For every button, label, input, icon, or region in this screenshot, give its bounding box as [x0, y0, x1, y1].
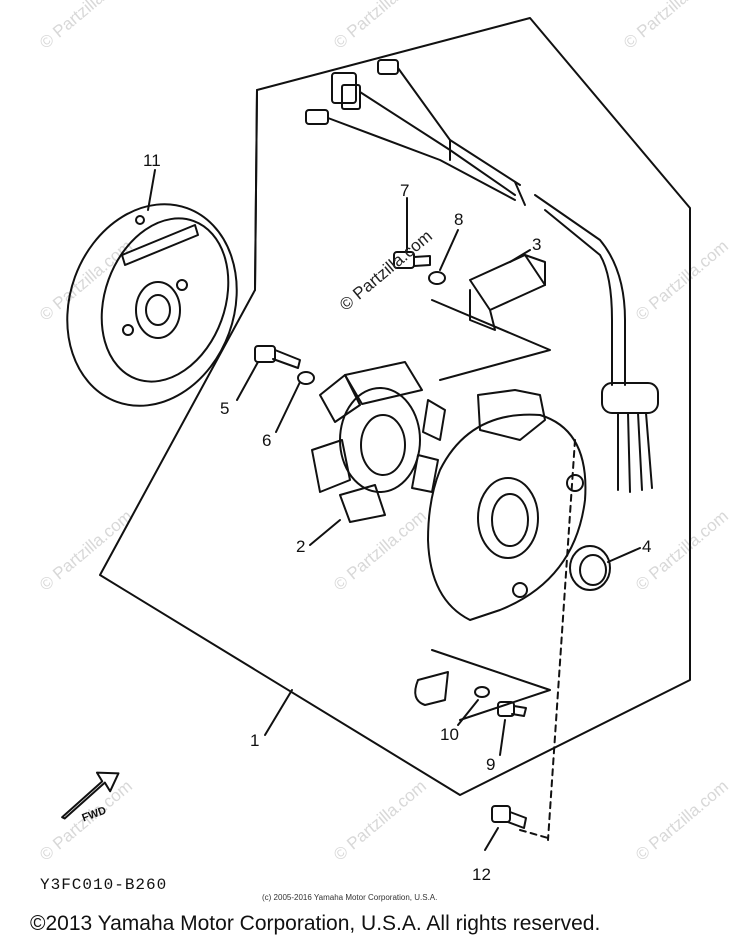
dashed-guide	[519, 829, 549, 839]
stator-coil	[311, 361, 446, 523]
fwd-label: FWD	[80, 805, 108, 825]
flywheel-rotor	[66, 203, 238, 407]
small-copyright: (c) 2005-2016 Yamaha Motor Corporation, …	[262, 893, 438, 902]
assembly-outline	[99, 17, 691, 796]
washer-6	[297, 371, 315, 385]
leader-line	[484, 827, 499, 851]
washer-10	[474, 686, 490, 698]
part-number-4: 4	[642, 537, 651, 556]
leader-line	[147, 169, 156, 211]
part-number-1: 1	[250, 731, 259, 750]
leader-line	[499, 719, 506, 756]
screw-7	[393, 251, 431, 269]
screw-5	[254, 345, 301, 369]
screw-9	[497, 701, 527, 717]
part-number-6: 6	[262, 431, 271, 450]
oil-seal	[569, 545, 611, 591]
leader-line	[309, 519, 341, 546]
part-number-8: 8	[454, 210, 463, 229]
leader-line	[509, 249, 531, 263]
diagram-code: Y3FC010-B260	[40, 876, 168, 894]
screw-12	[491, 805, 527, 829]
part-number-9: 9	[486, 755, 495, 774]
stator-base-plate	[427, 389, 587, 621]
part-number-11: 11	[143, 151, 161, 170]
leader-line	[457, 699, 479, 726]
leader-line	[439, 229, 459, 271]
part-number-2: 2	[296, 537, 305, 556]
part-number-10: 10	[440, 725, 459, 744]
leader-line	[236, 361, 259, 401]
leader-line	[275, 381, 301, 433]
bracket-line	[254, 89, 258, 291]
main-copyright: ©2013 Yamaha Motor Corporation, U.S.A. A…	[30, 912, 601, 935]
part-number-3: 3	[532, 235, 541, 254]
wire-harness	[305, 59, 659, 493]
part-number-5: 5	[220, 399, 229, 418]
leader-line	[264, 689, 293, 736]
clamp	[414, 671, 449, 706]
part-number-12: 12	[472, 865, 491, 884]
part-number-7: 7	[400, 181, 409, 200]
leader-line	[607, 547, 641, 563]
pickup-coil	[431, 254, 551, 381]
fwd-arrow	[61, 771, 120, 820]
washer-8	[428, 271, 446, 285]
dashed-guide	[547, 439, 576, 841]
